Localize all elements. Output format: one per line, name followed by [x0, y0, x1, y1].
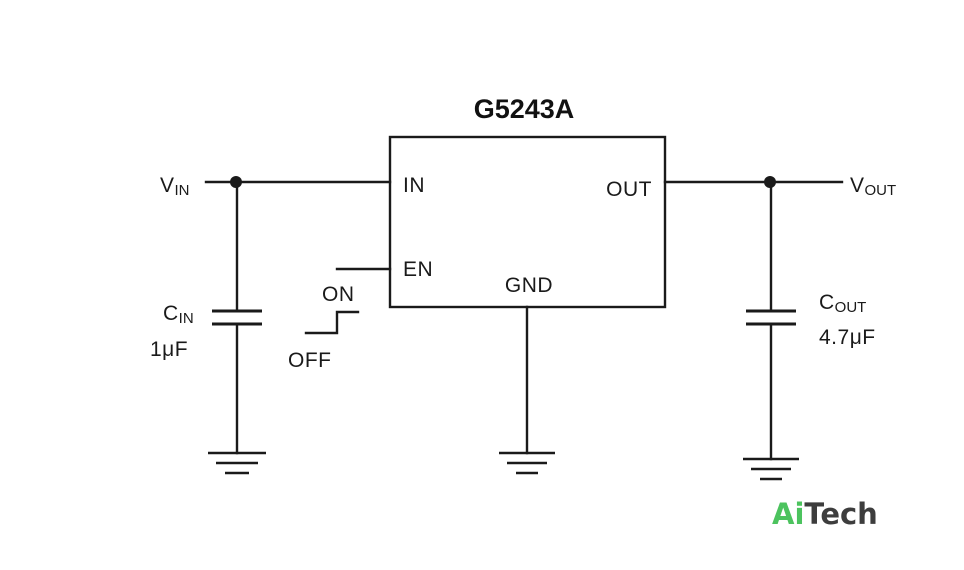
- chip-part-number: G5243A: [474, 94, 575, 124]
- cout-name-main: C: [819, 291, 835, 314]
- enable-on-label: ON: [322, 283, 355, 306]
- vin-label-main: V: [160, 174, 175, 197]
- cout-value-label: 4.7μF: [819, 326, 876, 349]
- chip-ground-symbol: [499, 451, 555, 475]
- vout-label: VOUT: [850, 174, 896, 199]
- pin-en-label: EN: [403, 258, 433, 281]
- vout-label-sub: OUT: [865, 182, 897, 199]
- pin-gnd-label: GND: [505, 274, 553, 297]
- pin-out-label: OUT: [606, 178, 652, 201]
- vin-label: VIN: [160, 174, 190, 199]
- cout-ground-symbol: [743, 457, 799, 481]
- watermark-tech: Tech: [804, 497, 877, 531]
- cin-name-sub: IN: [179, 310, 194, 327]
- cout-name-sub: OUT: [835, 299, 867, 316]
- cin-name-main: C: [163, 302, 179, 325]
- enable-off-label: OFF: [288, 349, 332, 372]
- watermark-ai: Ai: [772, 497, 804, 531]
- enable-step-signal: [304, 310, 360, 335]
- vout-label-main: V: [850, 174, 865, 197]
- cin-value-label: 1μF: [150, 338, 188, 361]
- regulator-chip-body: [388, 135, 667, 309]
- watermark-logo: AiTech: [772, 497, 878, 531]
- cin-name-label: CIN: [163, 302, 194, 327]
- pin-in-label: IN: [403, 174, 425, 197]
- cin-ground-symbol: [208, 451, 266, 475]
- vin-label-sub: IN: [175, 182, 190, 199]
- cout-name-label: COUT: [819, 291, 866, 316]
